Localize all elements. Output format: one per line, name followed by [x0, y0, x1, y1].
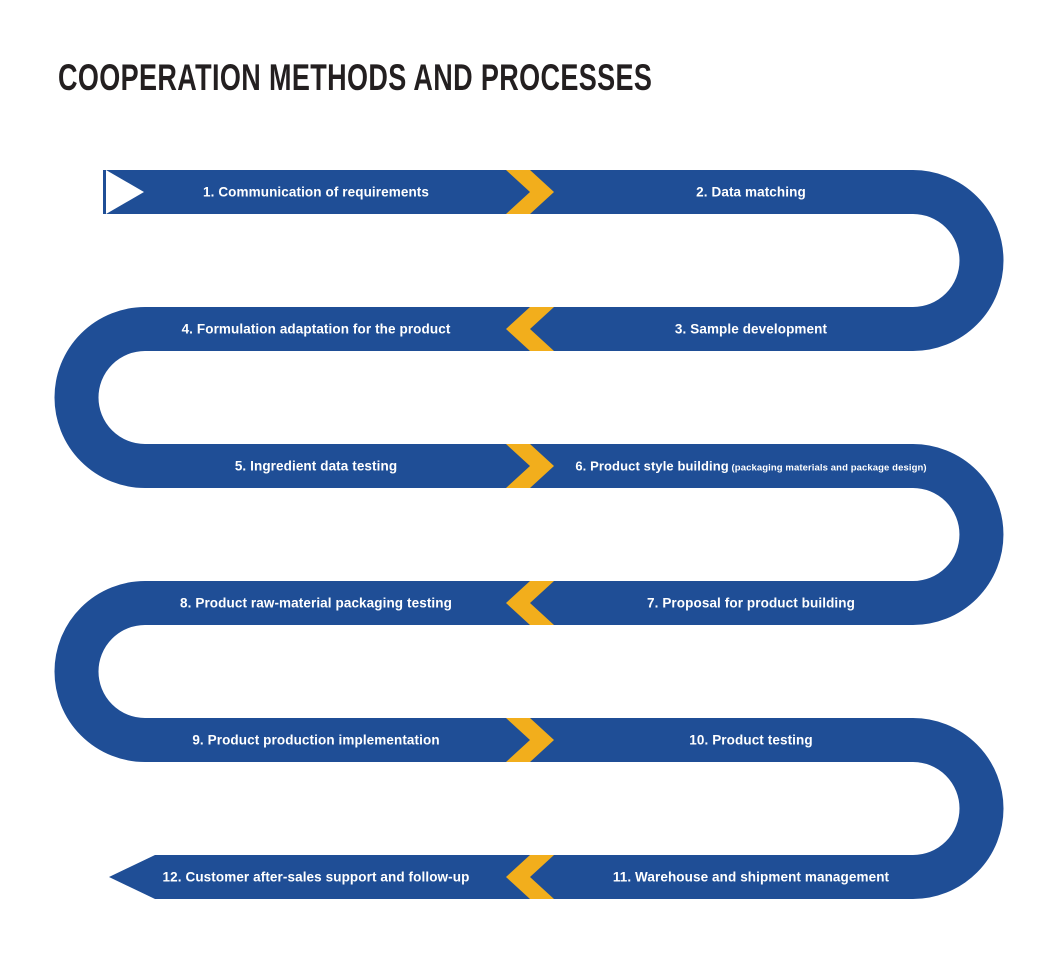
page-title: COOPERATION METHODS AND PROCESSES [58, 57, 653, 98]
step-label-2: 2. Data matching [696, 184, 806, 200]
step-label-1: 1. Communication of requirements [203, 184, 429, 200]
flow-start-notch [106, 170, 144, 214]
step-label-6: 6. Product style building (packaging mat… [575, 459, 926, 474]
step-label-3: 3. Sample development [674, 321, 828, 337]
flow-ribbon-path [54, 170, 1004, 899]
step-label-5: 5. Ingredient data testing [234, 458, 398, 474]
step-label-6-sub: (packaging materials and package design) [728, 462, 927, 474]
chevron-right-icon [506, 718, 554, 762]
flow-end-arrowhead-icon [109, 855, 155, 899]
step-label-9: 9. Product production implementation [192, 732, 440, 748]
step-label-11: 11. Warehouse and shipment management [612, 869, 890, 885]
step-label-7: 7. Proposal for product building [647, 595, 855, 611]
step-label-10: 10. Product testing [689, 732, 813, 748]
step-label-6-main: 6. Product style building [575, 458, 729, 474]
chevron-left-icon [506, 855, 554, 899]
chevron-left-icon [506, 307, 554, 351]
step-label-8: 8. Product raw-material packaging testin… [180, 595, 452, 611]
step-label-12: 12. Customer after-sales support and fol… [162, 869, 470, 885]
chevron-right-icon [506, 444, 554, 488]
step-label-4: 4. Formulation adaptation for the produc… [181, 321, 451, 337]
chevron-right-icon [506, 170, 554, 214]
chevron-left-icon [506, 581, 554, 625]
